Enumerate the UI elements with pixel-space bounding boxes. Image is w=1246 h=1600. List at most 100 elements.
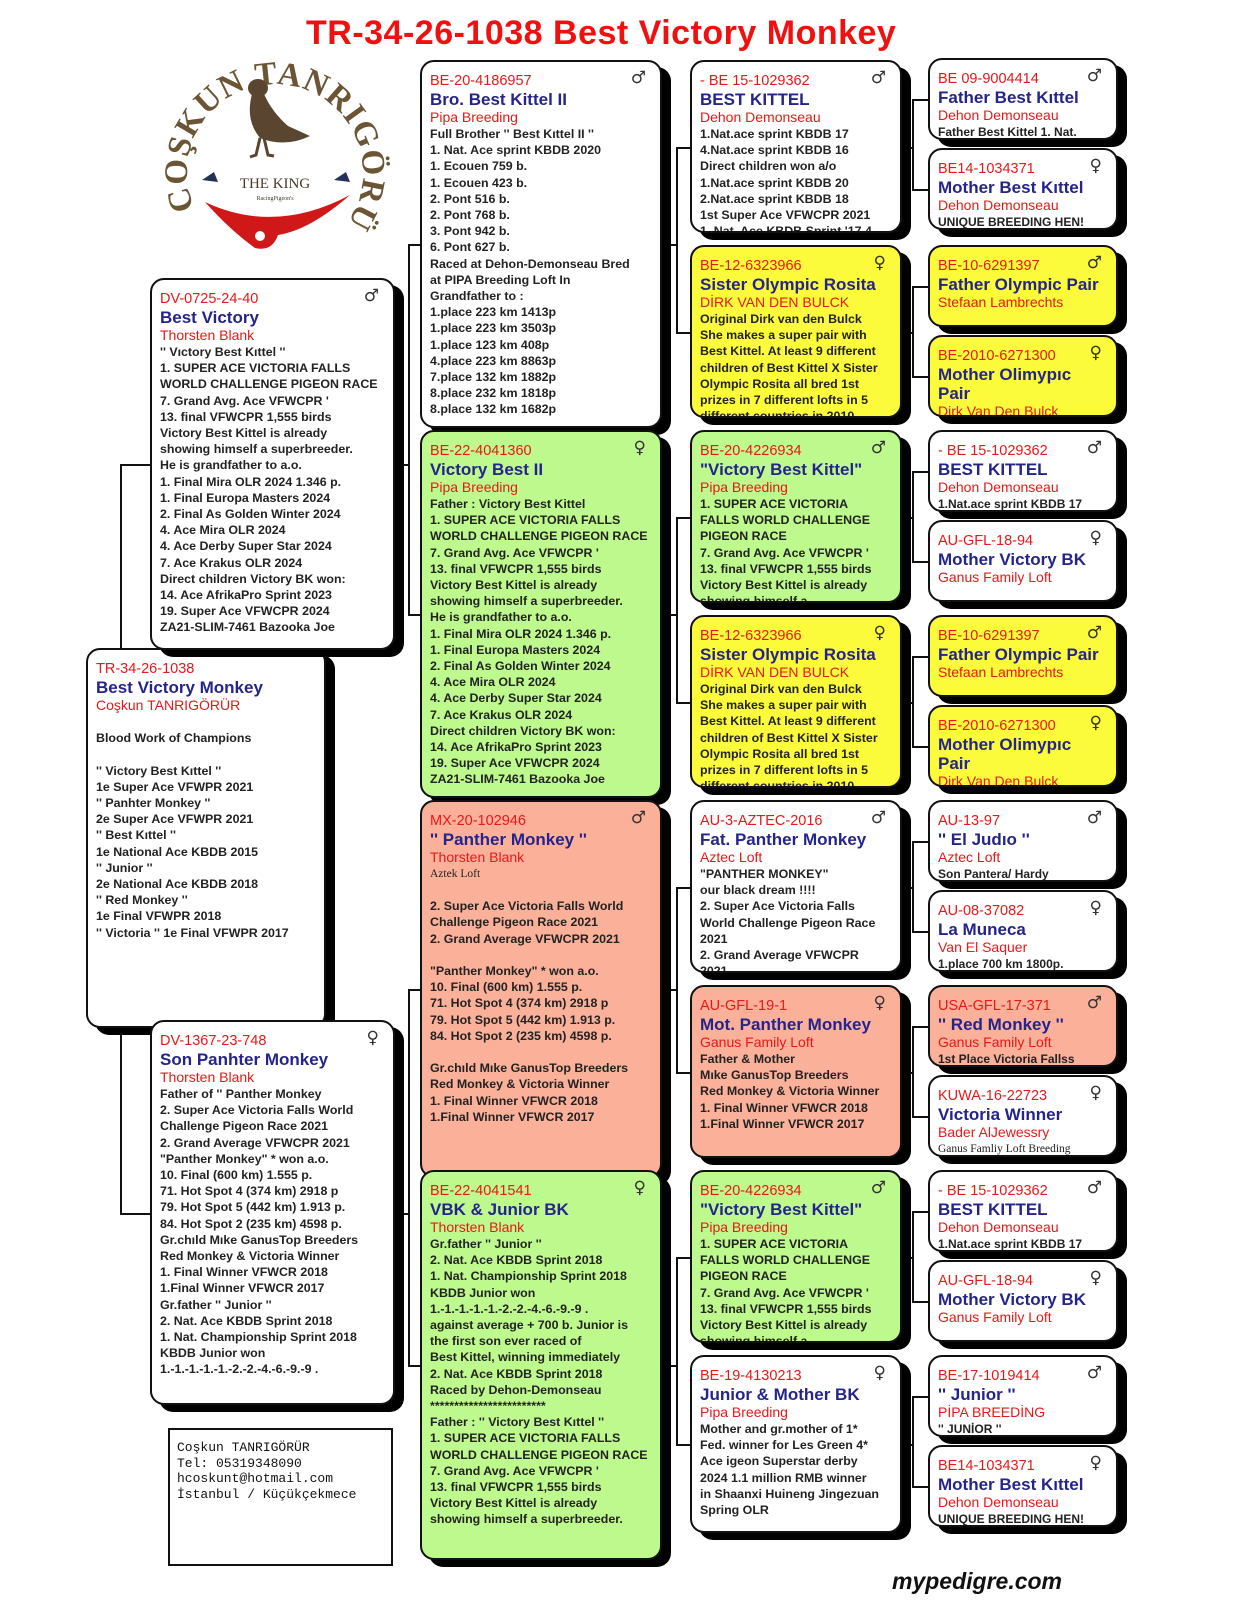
achievement-line: 14. Ace AfrikaPro Sprint 2023 <box>160 588 332 603</box>
breeder-name: Pipa Breeding <box>700 1404 788 1420</box>
footer-site-link[interactable]: mypedigre.com <box>892 1568 1062 1594</box>
connector-line <box>676 886 690 889</box>
achievement-line: '' Panhter Monkey '' <box>96 795 211 810</box>
achievement-line: Raced at Dehon-Demonseau Bred <box>430 256 630 271</box>
breeder-name: Stefaan Lambrechts <box>938 294 1064 310</box>
card-note: Aztek Loft <box>430 868 481 880</box>
contact-phone[interactable]: Tel: 05319348090 <box>177 1455 302 1471</box>
achievement-line: 1.-1.-1.-1.-1.-2.-2.-4.-6.-9.-9 . <box>430 1301 589 1316</box>
achievement-line: 1. Final Winner VFWCR 2018 <box>700 1100 868 1115</box>
connector-line <box>912 841 914 931</box>
pedigree-card[interactable]: ♂BE-17-1019414'' Junior ''PİPA BREEDİNG'… <box>928 1355 1118 1437</box>
pedigree-card[interactable]: ♂USA-GFL-17-371'' Red Monkey ''Ganus Fam… <box>928 985 1118 1067</box>
male-icon: ♂ <box>870 68 886 88</box>
pigeon-name: Mother Victory BK <box>938 550 1086 569</box>
achievement-line: prizes in 7 different lofts in 5 <box>700 393 868 408</box>
achievement-line: '' Victoria '' 1e Final VFWPR 2017 <box>96 925 289 940</box>
logo-badge: THE KING <box>240 176 311 192</box>
breeder-logo: COŞKUN TANRIGÖRÜR THE KING RacingPigeon'… <box>160 30 390 249</box>
achievement-line: 4. Ace Mira OLR 2024 <box>160 523 286 538</box>
male-icon: ♂ <box>870 808 886 828</box>
connector-line <box>662 614 676 616</box>
pedigree-card[interactable]: ♂MX-20-102946'' Panther Monkey ''Thorste… <box>420 800 662 1178</box>
achievement-line: 13. final VFWCPR 1,555 birds <box>430 1480 602 1495</box>
connector-line <box>912 189 928 191</box>
contact-email[interactable]: hcoskunt@hotmail.com <box>177 1471 334 1486</box>
pigeon-name: Best Victory Monkey <box>96 678 263 697</box>
pedigree-title: TR-34-26-1038 Best Victory Monkey <box>306 14 897 52</box>
pigeon-name: Bro. Best Kittel II <box>430 90 567 109</box>
male-icon: ♂ <box>870 1178 886 1198</box>
achievement-line: '' Victory Best Kıttel '' <box>96 763 222 778</box>
connector-line <box>902 146 912 149</box>
achievement-line: 13. final VFWCPR 1,555 birds <box>700 1301 872 1316</box>
achievement-line: Victory Best Kittel is already <box>430 578 598 593</box>
male-icon: ♂ <box>1086 993 1102 1013</box>
achievement-line: Grandfather to : <box>430 289 524 304</box>
achievement-line: Direct children Victory BK won: <box>430 723 616 738</box>
ring-number: DV-0725-24-40 <box>160 291 259 307</box>
connector-line <box>912 99 914 189</box>
female-icon: ♀ <box>873 993 886 1013</box>
achievement-line: 2. Final As Golden Winter 2024 <box>430 659 611 674</box>
female-icon: ♀ <box>873 623 886 643</box>
pigeon-name: Mother Olimypıc Pair <box>938 365 1072 403</box>
pedigree-card[interactable]: ♂BE-20-4226934"Victory Best Kittel"Pipa … <box>690 430 902 603</box>
achievement-line: Best Kittel. At least 9 different <box>700 344 876 359</box>
pigeon-name: '' Red Monkey '' <box>938 1015 1064 1034</box>
pigeon-name: Junior & Mother BK <box>700 1385 860 1404</box>
pedigree-card[interactable]: ♂BE-20-4226934"Victory Best Kittel"Pipa … <box>690 1170 902 1343</box>
achievement-line: 6. Pont 627 b. <box>430 240 510 255</box>
connector-line <box>912 1116 928 1118</box>
achievement-line: 1.Nat.ace sprint KBDB 17 <box>938 497 1083 511</box>
achievement-line: 1. SUPER ACE VICTORIA FALLS <box>160 361 351 376</box>
achievement-line: showing himself a <box>700 1334 808 1343</box>
achievement-line: 2. Nat. Ace KBDB Sprint 2018 <box>160 1313 333 1328</box>
achievement-line: 1. Final Mira OLR 2024 1.346 p. <box>430 626 612 641</box>
achievement-line: Red Monkey & Victoria Winner <box>700 1084 880 1099</box>
male-icon: ♂ <box>1086 808 1102 828</box>
achievement-line: 1. Nat. Championship Sprint 2018 <box>430 1269 627 1284</box>
achievement-line: 4. Ace Derby Super Star 2024 <box>430 691 602 706</box>
achievement-line: Challenge Pigeon Race 2021 <box>430 915 599 930</box>
pigeon-name: BEST KITTEL <box>938 1200 1048 1219</box>
ring-number: BE-20-4226934 <box>700 1183 802 1199</box>
contact-box: Coşkun TANRIGÖRÜR Tel: 05319348090 hcosk… <box>168 1428 393 1566</box>
achievement-line: 10. Final (600 km) 1.555 p. <box>430 980 583 995</box>
breeder-name: Dirk Van Den Bulck <box>938 403 1059 417</box>
achievement-line: showing himself a superbreeder. <box>160 442 353 457</box>
breeder-name: Ganus Family Loft <box>700 1034 814 1050</box>
achievement-line: at PIPA Breeding Loft In <box>430 272 571 287</box>
breeder-name: Dirk Van Den Bulck <box>938 773 1059 787</box>
breeder-name: Dehon Demonseau <box>938 479 1059 495</box>
achievement-line: 1.place 700 km 1800p. <box>938 957 1064 971</box>
achievement-line: showing himself a superbreeder. <box>430 594 623 609</box>
achievement-line: 1.place 123 km 408p <box>430 337 550 352</box>
